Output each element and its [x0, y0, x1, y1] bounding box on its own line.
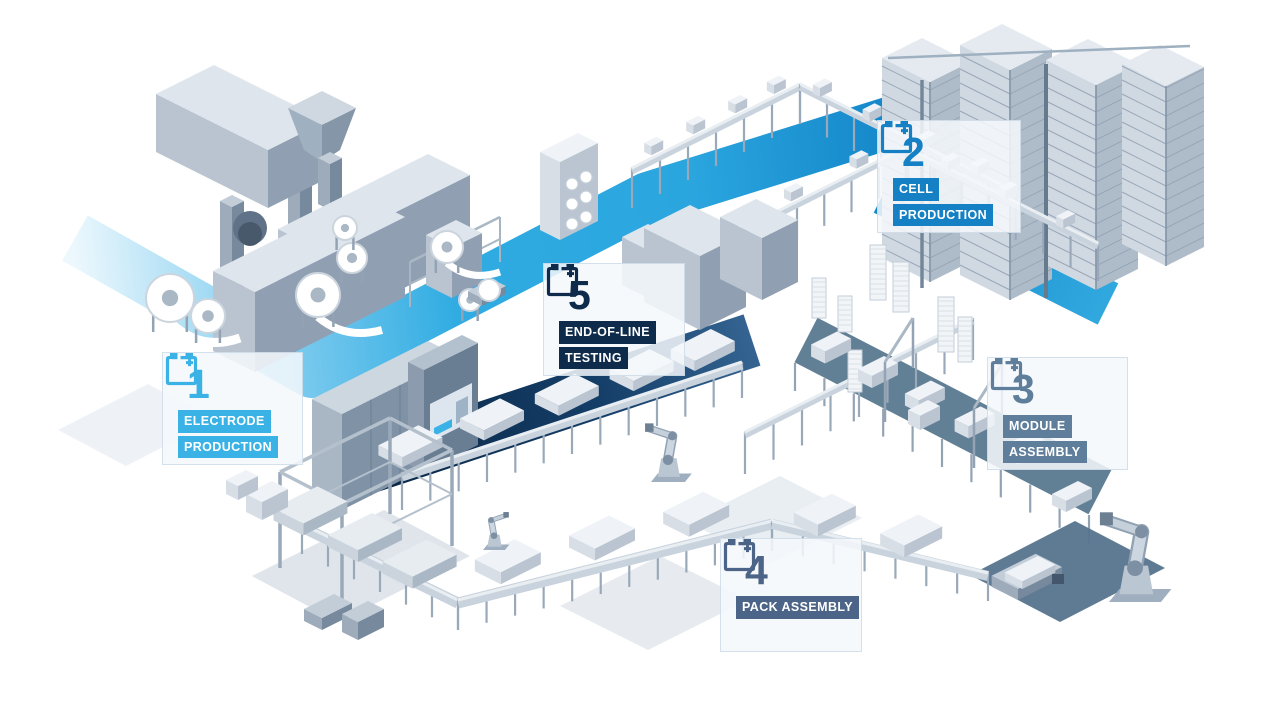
station-number: 1	[187, 361, 210, 407]
station-number: 4	[745, 547, 768, 593]
station-card-end-of-line-testing[interactable]: 5 END-OF-LINE TESTING	[543, 263, 685, 376]
station-label-line: PRODUCTION	[893, 203, 994, 227]
station-label: END-OF-LINE TESTING	[559, 320, 684, 370]
station-label-line: MODULE	[1003, 414, 1072, 438]
station-label: MODULE ASSEMBLY	[1003, 414, 1127, 464]
station-label-line: END-OF-LINE	[559, 320, 656, 344]
station-label-line: ASSEMBLY	[1003, 440, 1087, 464]
station-label-line: PACK ASSEMBLY	[736, 595, 860, 619]
station-label: ELECTRODE PRODUCTION	[178, 409, 302, 459]
station-card-pack-assembly[interactable]: 4 PACK ASSEMBLY	[720, 538, 862, 652]
station-card-module-assembly[interactable]: 3 MODULE ASSEMBLY	[987, 357, 1128, 470]
station-label-line: TESTING	[559, 346, 628, 370]
station-label-line: ELECTRODE	[178, 409, 271, 433]
station-number: 2	[902, 129, 925, 175]
station-label: PACK ASSEMBLY	[736, 595, 861, 619]
station-number: 5	[568, 272, 591, 318]
station-card-cell-production[interactable]: 2 CELL PRODUCTION	[877, 120, 1021, 233]
station-label-line: PRODUCTION	[178, 435, 279, 459]
station-label-line: CELL	[893, 177, 940, 201]
station-card-electrode-production[interactable]: 1 ELECTRODE PRODUCTION	[162, 352, 303, 465]
station-label: CELL PRODUCTION	[893, 177, 1020, 227]
station-number: 3	[1012, 366, 1035, 412]
